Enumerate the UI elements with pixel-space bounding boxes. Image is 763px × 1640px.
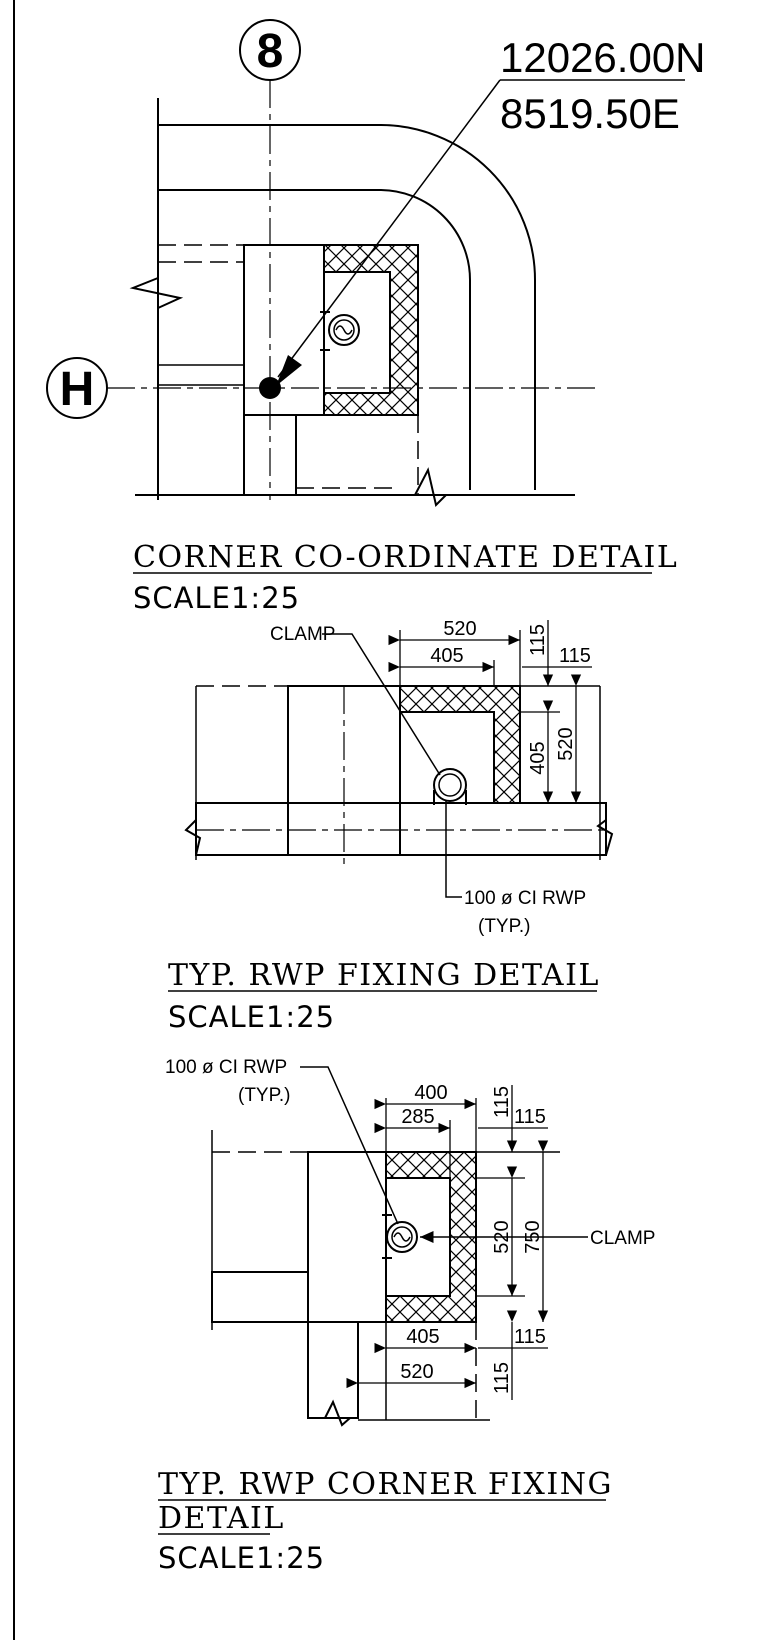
leader-arrow <box>276 355 302 386</box>
detail-corner-coordinate: 8 H 12026.00N 8519.50E <box>46 19 706 615</box>
d3-pipe-sub: (TYP.) <box>238 1085 290 1106</box>
curved-wall-outer <box>158 124 536 490</box>
d3-dim-115-bot-side: 115 <box>514 1326 546 1348</box>
d3-dim-750-v: 750 <box>522 1220 544 1253</box>
grid-label-8: 8 <box>257 25 284 78</box>
d3-pipe-label: 100 ø CI RWP <box>165 1057 287 1078</box>
detail2-title: TYP. RWP FIXING DETAIL <box>168 958 600 993</box>
d3-dim-285: 285 <box>401 1106 434 1128</box>
d2-dim-405: 405 <box>430 645 463 667</box>
d3-concrete-column <box>307 1151 387 1323</box>
d3-dim-115-side: 115 <box>514 1106 546 1128</box>
d2-dim-115-side: 115 <box>559 645 591 667</box>
d3-dim-400: 400 <box>414 1082 447 1104</box>
d3-pipe-leader <box>300 1066 399 1225</box>
coord-leader <box>277 79 501 378</box>
detail3-title-line2: DETAIL <box>158 1501 285 1536</box>
coord-east: 8519.50E <box>500 90 680 137</box>
corner-point <box>259 377 281 399</box>
d3-rwp-pipe <box>382 1213 418 1260</box>
column-block <box>243 244 325 416</box>
column-below-hatch <box>243 414 297 496</box>
d3-dim-405: 405 <box>406 1326 439 1348</box>
d2-dim-520-v: 520 <box>555 727 577 760</box>
break-mark-bottom <box>414 467 447 507</box>
detail2-scale: SCALE1:25 <box>168 1000 335 1034</box>
d3-dim-115-bot: 115 <box>491 1362 513 1394</box>
detail3-scale: SCALE1:25 <box>158 1541 325 1575</box>
curved-wall-inner <box>158 189 471 490</box>
d2-dim-405-v: 405 <box>527 741 549 774</box>
d3-dim-520: 520 <box>400 1361 433 1383</box>
rwp-pipe-2 <box>426 768 474 805</box>
rwp-enclosure <box>323 244 419 416</box>
detail-rwp-corner-fixing: 100 ø CI RWP (TYP.) CLAMP 400 285 115 11… <box>158 1057 655 1575</box>
rwp-pipe-symbol <box>320 310 360 352</box>
detail1-scale: SCALE1:25 <box>133 581 300 615</box>
d2-clamp-leader <box>322 633 441 776</box>
coord-north: 12026.00N <box>500 34 706 81</box>
d3-clamp-label: CLAMP <box>590 1228 655 1249</box>
break-mark-left <box>129 277 184 309</box>
d3-dim-520-v: 520 <box>491 1220 513 1253</box>
detail1-title: CORNER CO-ORDINATE DETAIL <box>133 540 678 575</box>
d2-dim-115-top: 115 <box>527 624 549 656</box>
d3-slab-hatch <box>211 1271 309 1323</box>
grid-label-h: H <box>60 363 95 416</box>
d2-clamp-label: CLAMP <box>270 624 335 645</box>
rwp-enclosure-2 <box>399 685 521 804</box>
d2-pipe-sub: (TYP.) <box>478 916 530 937</box>
detail3-title-line1: TYP. RWP CORNER FIXING <box>158 1467 613 1502</box>
detail-rwp-fixing: CLAMP 100 ø CI RWP (TYP.) 520 405 115 11… <box>168 618 614 1034</box>
d2-pipe-label: 100 ø CI RWP <box>464 888 586 909</box>
d2-dim-520: 520 <box>443 618 476 640</box>
d3-dim-115-top: 115 <box>491 1086 513 1118</box>
